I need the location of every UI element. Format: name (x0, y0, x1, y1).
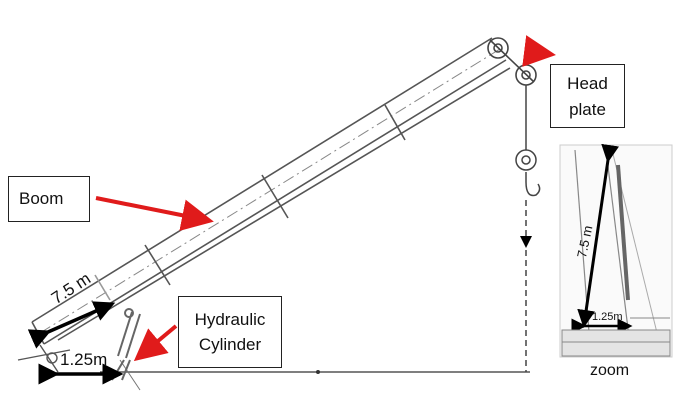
ground-line (100, 359, 530, 391)
zoom-width-label: 1.25m (592, 311, 623, 323)
head-plate-callout: Head plate (550, 64, 625, 128)
zoom-inset (559, 143, 673, 358)
hydraulic-cylinder-callout: Hydraulic Cylinder (178, 296, 282, 368)
hydraulic-label-line2: Cylinder (198, 335, 262, 354)
boom-callout: Boom (8, 176, 90, 222)
boom (31, 37, 511, 345)
boom-arrow (95, 196, 214, 231)
hydraulic-arrow (133, 324, 178, 362)
base-width-label: 1.25m (60, 350, 108, 369)
hydraulic-label-line1: Hydraulic (194, 310, 266, 329)
head-plate-label-line1: Head (567, 74, 608, 93)
head-sheaves (487, 37, 537, 86)
callout-arrows (95, 35, 556, 362)
head-plate-label-line2: plate (569, 100, 606, 119)
boom-label: Boom (19, 189, 64, 208)
zoom-caption: zoom (590, 362, 630, 379)
boom-length-dimension (27, 301, 116, 349)
hook (515, 85, 541, 372)
hydraulic-cylinder (111, 308, 141, 381)
head-plate-arrow (522, 35, 556, 67)
